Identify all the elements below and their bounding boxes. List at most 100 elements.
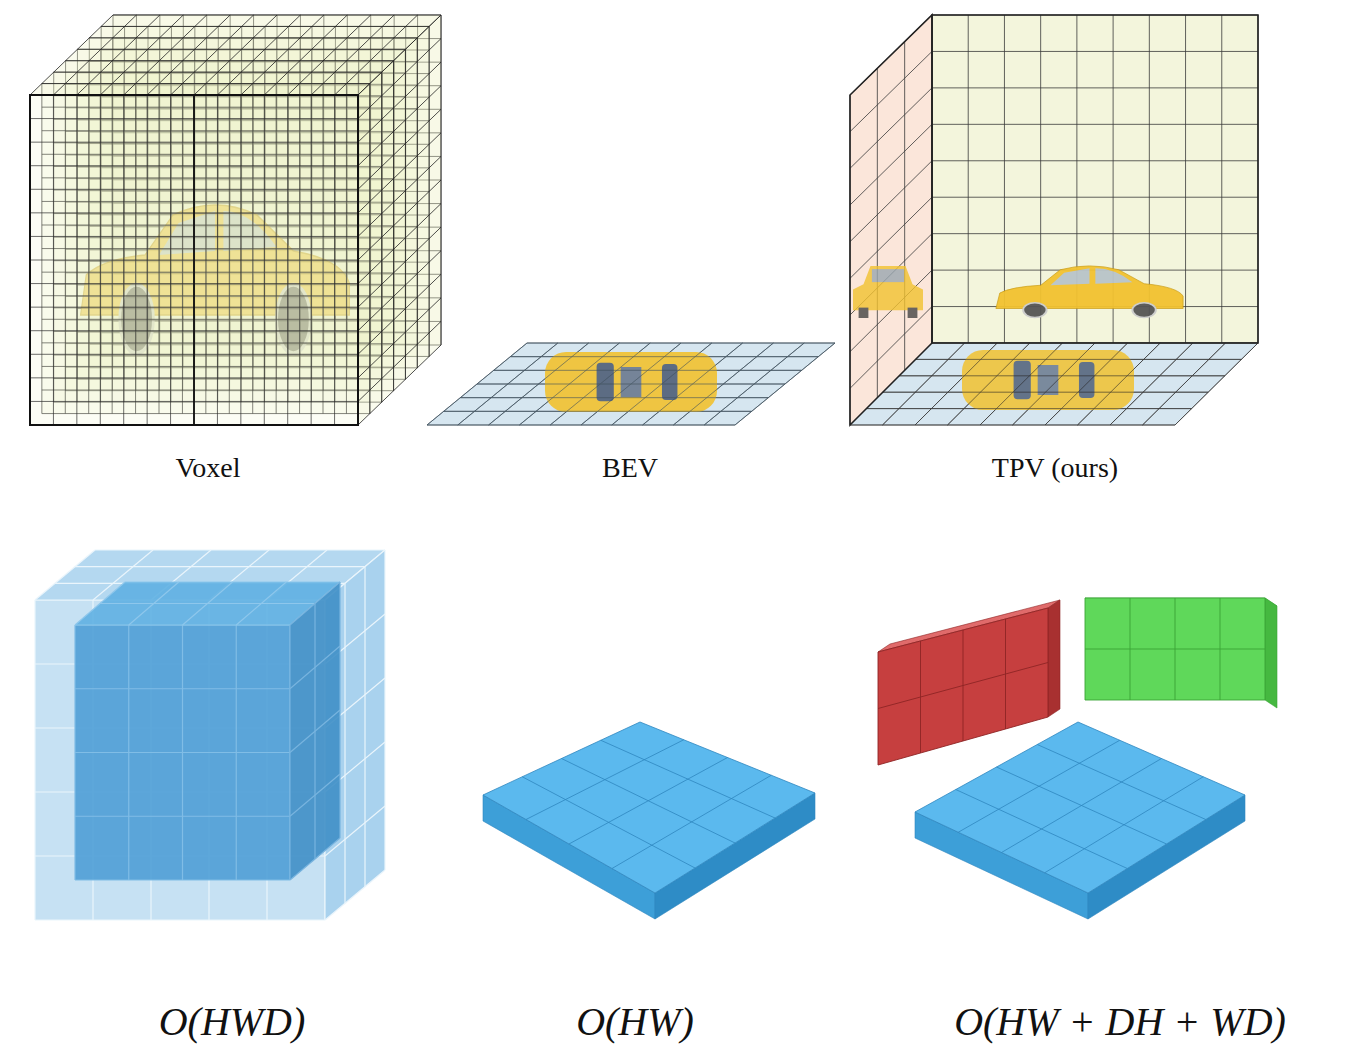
- grid-line: [358, 156, 441, 236]
- car-body: [545, 352, 717, 412]
- wall-front: [1085, 598, 1265, 700]
- grid-line: [358, 133, 441, 213]
- grid-line: [932, 197, 1258, 198]
- grid-line: [1037, 745, 1206, 820]
- wall-side: [1048, 600, 1060, 717]
- grid-fill: [850, 343, 1258, 425]
- grid-fill: [35, 600, 325, 920]
- tpv-outline: [932, 15, 1258, 343]
- grid-line: [290, 838, 340, 880]
- grid-line: [30, 15, 113, 95]
- cube-front-inner: [75, 625, 290, 880]
- grid-line: [147, 15, 230, 95]
- grid-line: [510, 356, 818, 357]
- grid-line: [358, 15, 441, 95]
- car-body: [996, 266, 1183, 309]
- grid-line: [113, 15, 441, 16]
- grid-fill: [358, 15, 441, 425]
- car-wheel: [859, 308, 869, 318]
- grid-line: [125, 581, 340, 582]
- grid-line: [997, 767, 1167, 844]
- bev-plane: [427, 343, 835, 425]
- grid-line: [1185, 15, 1186, 343]
- grid-line: [932, 160, 1258, 161]
- car-window: [621, 367, 642, 397]
- grid-line: [932, 233, 1258, 234]
- car-body: [962, 350, 1134, 410]
- grid-line: [483, 795, 655, 893]
- view-name: BEV: [602, 453, 658, 484]
- cube-right-inner: [290, 582, 340, 880]
- grid-line: [358, 227, 441, 307]
- grid-line: [444, 411, 752, 412]
- grid-line: [358, 251, 441, 331]
- grid-fill: [915, 722, 1245, 893]
- grid-line: [1013, 343, 1096, 425]
- grid-fill: [427, 343, 835, 425]
- grid-line: [850, 51, 932, 131]
- grid-line: [899, 375, 1225, 376]
- grid-line: [477, 384, 785, 385]
- slab-top: [915, 722, 1245, 893]
- grid-line: [89, 37, 417, 38]
- grid-line: [878, 717, 1048, 765]
- car-top: [962, 350, 1134, 410]
- car-wheel: [1132, 303, 1155, 318]
- grid-line: [325, 870, 385, 920]
- grid-line: [1085, 598, 1265, 599]
- voxel-cube: [35, 550, 385, 920]
- view-name: TPV (ours): [992, 453, 1118, 484]
- voxel-right: [358, 15, 441, 425]
- grid-line: [101, 26, 429, 27]
- grid-fill: [1085, 598, 1265, 700]
- grid-line: [883, 343, 965, 425]
- grid-line: [54, 72, 382, 73]
- grid-line: [427, 425, 735, 426]
- voxel-edge: [193, 95, 195, 425]
- grid-line: [1085, 649, 1265, 650]
- grid-line: [850, 88, 932, 168]
- grid-line: [66, 60, 394, 61]
- car-window: [1038, 365, 1059, 395]
- car-window: [872, 269, 904, 282]
- grid-line: [75, 816, 290, 817]
- wall-side: [1265, 598, 1277, 708]
- grid-line: [75, 566, 365, 567]
- grid-line: [915, 343, 997, 425]
- car-wheel: [908, 308, 918, 318]
- grid-line: [358, 180, 441, 260]
- grid-line: [100, 603, 315, 604]
- complexity-formula: O(HW): [576, 1000, 694, 1044]
- car-window: [1051, 268, 1133, 285]
- grid-line: [904, 42, 905, 371]
- grid-line: [77, 49, 405, 50]
- grid-fill: [290, 582, 340, 880]
- grid-line: [1175, 343, 1258, 425]
- car-wheel: [1023, 303, 1046, 318]
- grid-line: [956, 790, 1128, 869]
- tpv-bottom-grid: [850, 343, 1258, 425]
- grid-line: [358, 62, 441, 142]
- grid-line: [850, 161, 932, 242]
- grid-fill: [878, 608, 1048, 765]
- grid-line: [290, 710, 340, 753]
- grid-line: [1110, 343, 1193, 425]
- grid-line: [877, 68, 878, 397]
- grid-fill: [932, 15, 1258, 343]
- grid-line: [53, 15, 136, 95]
- grid-line: [75, 752, 290, 753]
- grid-line: [522, 777, 695, 868]
- grid-line: [75, 879, 290, 880]
- grid-line: [75, 624, 290, 625]
- grid-line: [77, 49, 405, 50]
- grid-line: [290, 774, 340, 816]
- grid-line: [1221, 15, 1222, 343]
- tpv-back-plane: [932, 15, 1258, 343]
- grid-line: [364, 567, 365, 887]
- grid-line: [75, 688, 290, 689]
- grid-line: [171, 15, 254, 95]
- green-plane: [1085, 598, 1277, 708]
- grid-line: [915, 812, 1088, 893]
